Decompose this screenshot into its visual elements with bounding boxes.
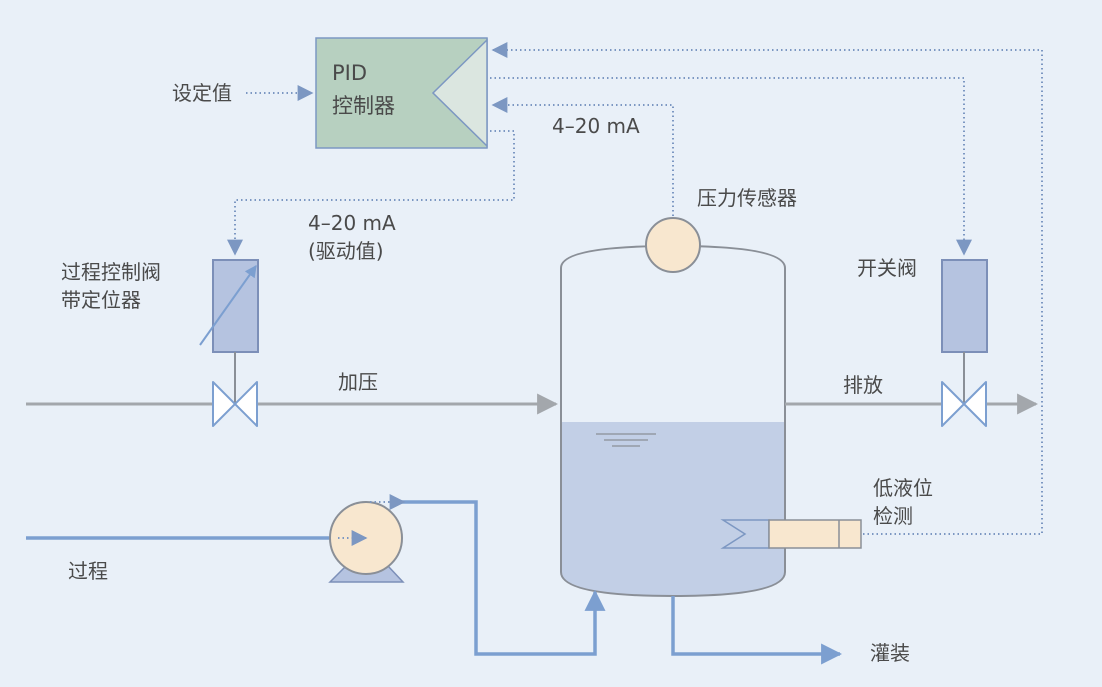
pressure-signal [491,97,674,216]
tank-body [560,244,786,598]
pid-controller [315,37,488,149]
liquid-level-mark [596,433,656,447]
pressurize-label: 加压 [338,370,378,394]
drive-signal [227,130,515,256]
low-level-label-line2: 检测 [873,504,913,528]
control-valve-label-line1: 过程控制阀 [61,260,161,284]
process-control-valve [199,259,259,427]
drive-signal-label-line2: (驱动值) [308,239,384,263]
on-off-valve-label: 开关阀 [857,256,917,280]
low-level-detector [720,519,862,549]
pressure-sensor-icon [645,217,701,273]
low-level-sensor-body [768,519,862,549]
pid-label-line1: PID [332,61,367,85]
pid-label-line2: 控制器 [332,94,395,118]
filling-label: 灌装 [870,641,910,665]
pump [328,494,406,583]
signal-top-label: 4–20 mA [552,114,640,138]
positioner-arrow [199,265,257,346]
low-level-probe-tip [720,519,770,549]
on-off-valve [941,259,988,427]
drive-signal-label-line1: 4–20 mA [308,211,396,235]
vent-label: 排放 [843,373,883,397]
pump-to-tank-pipe [400,500,606,656]
level-feedback-signal [491,42,1043,535]
filling-outlet-pipe [671,596,843,665]
low-level-label-line1: 低液位 [873,476,933,500]
process-label: 过程 [68,559,108,583]
setpoint-label: 设定值 [172,81,232,105]
on-off-signal [490,77,972,256]
tank [560,244,786,598]
pressure-sensor-label: 压力传感器 [697,186,797,210]
on-off-valve-body [941,381,987,427]
tank-liquid [561,422,785,596]
control-valve-body [212,381,258,427]
on-off-valve-actuator [941,259,988,353]
control-valve-label-line2: 带定位器 [61,288,141,312]
pid-controller-triangle [431,38,488,148]
